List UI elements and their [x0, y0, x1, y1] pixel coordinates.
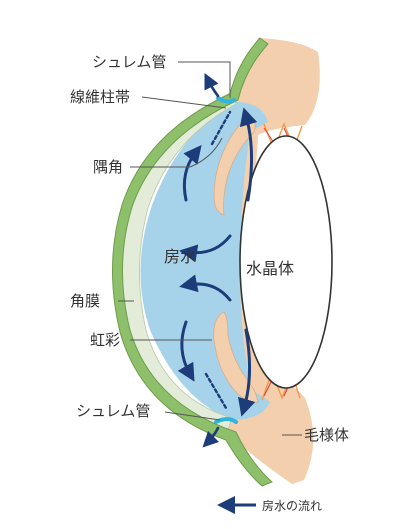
label-ciliary: 毛様体: [304, 426, 349, 444]
schlemm-canal-top: [216, 96, 236, 104]
iris-upper: [213, 117, 256, 216]
label-zonule: 線維柱帯: [70, 88, 130, 106]
leader-angle: [130, 137, 223, 168]
iris-lower: [213, 311, 259, 403]
schlemm-canal-bottom: [214, 417, 238, 424]
legend: 房水の流れ: [217, 496, 322, 514]
label-angle: 隅角: [93, 158, 123, 176]
label-schlemm-bottom: シュレム管: [76, 402, 150, 420]
leader-schlemm-bottom: [164, 411, 221, 421]
label-lens: 水晶体: [246, 259, 294, 278]
label-iris: 虹彩: [90, 331, 120, 349]
lens: [239, 135, 333, 389]
label-schlemm-top: シュレム管: [92, 53, 166, 71]
legend-label: 房水の流れ: [262, 498, 322, 513]
leader-zonule: [141, 96, 227, 109]
aqueous-flow-arrows: [177, 73, 258, 448]
label-aqueous: 房水: [164, 247, 196, 266]
leader-schlemm-top: [178, 61, 231, 98]
label-cornea: 角膜: [70, 292, 100, 310]
